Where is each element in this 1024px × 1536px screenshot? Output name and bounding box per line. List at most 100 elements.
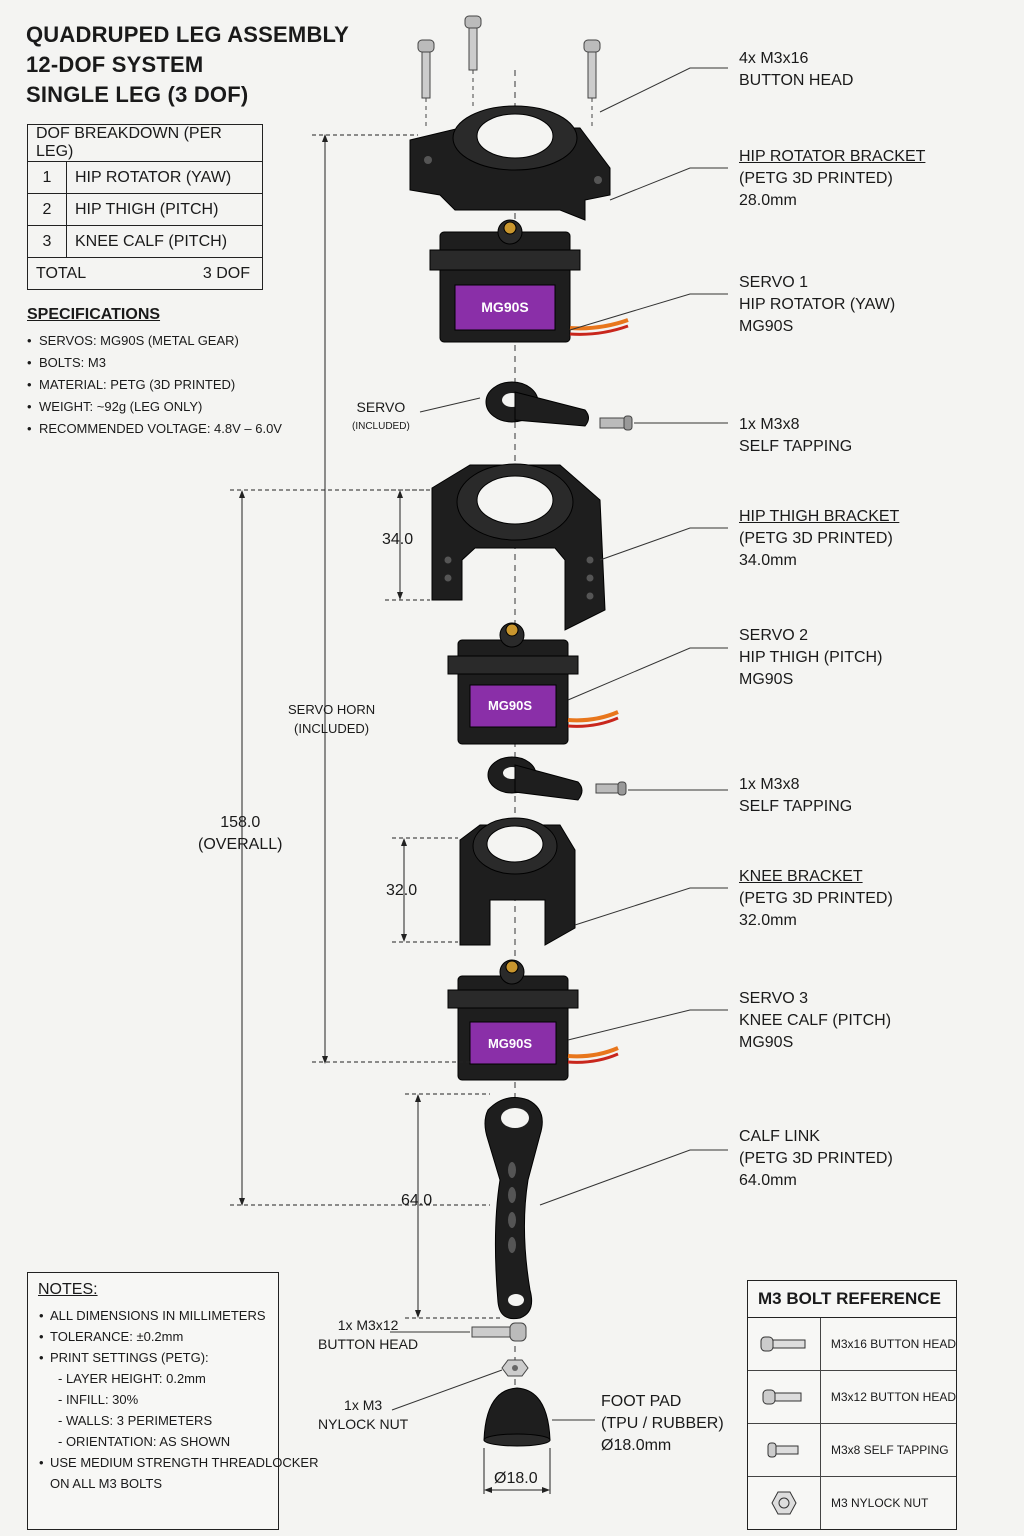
callout-line: (PETG 3D PRINTED) (739, 170, 893, 187)
dof-num: 2 (27, 193, 67, 226)
knee-bracket (459, 817, 576, 946)
callout-nylock-nut: 1x M3 NYLOCK NUT (318, 1396, 408, 1434)
servo-2: MG90S (447, 622, 619, 745)
callout-line: BUTTON HEAD (318, 1336, 419, 1352)
notes-box: NOTES: ALL DIMENSIONS IN MILLIMETERS TOL… (27, 1272, 318, 1530)
callout-line: 64.0mm (739, 1172, 797, 1189)
note-item: - LAYER HEIGHT: 0.2mm (58, 1371, 206, 1386)
notes-heading: NOTES: (38, 1281, 98, 1298)
callout-line: 4x M3x16 (739, 50, 809, 67)
spec-item: WEIGHT: ~92g (LEG ONLY) (27, 396, 282, 418)
callout-line: (PETG 3D PRINTED) (739, 890, 893, 907)
callout-servo-1: SERVO 1 HIP ROTATOR (YAW) MG90S (739, 272, 895, 338)
bolt-icon (464, 15, 482, 110)
callout-line: (PETG 3D PRINTED) (739, 530, 893, 547)
m3x16-bolts (417, 15, 601, 128)
button-head-bolt-icon (748, 1371, 821, 1423)
callout-line: 1x M3x8 (739, 776, 800, 793)
note-item: ALL DIMENSIONS IN MILLIMETERS (39, 1305, 278, 1326)
callout-foot-pad: FOOT PAD (TPU / RUBBER) Ø18.0mm (601, 1391, 724, 1457)
callout-screw-1: 1x M3x8 SELF TAPPING (739, 414, 852, 458)
callout-line: MG90S (739, 1034, 794, 1051)
bolt-ref-label: M3 NYLOCK NUT (831, 1496, 929, 1510)
callout-line: MG90S (739, 318, 794, 335)
note-item: TOLERANCE: ±0.2mm (39, 1326, 278, 1347)
callout-line: 28.0mm (739, 192, 797, 209)
callout-line: FOOT PAD (601, 1393, 682, 1410)
nylock-nut (501, 1359, 529, 1377)
dof-total-label: TOTAL (36, 264, 87, 282)
dof-table-header: DOF BREAKDOWN (PER LEG) (27, 124, 263, 162)
table-row: M3 NYLOCK NUT (748, 1477, 956, 1529)
note-item: - INFILL: 30% (58, 1392, 139, 1407)
callout-screw-2: 1x M3x8 SELF TAPPING (739, 774, 852, 818)
servo-horn-2 (487, 756, 583, 801)
dimension-calf: 64.0 (401, 1192, 433, 1209)
callout-line: 1x M3x8 (739, 416, 800, 433)
callout-line: 1x M3 (344, 1397, 383, 1413)
dof-total-value: 3 DOF (202, 264, 250, 282)
callout-line: (PETG 3D PRINTED) (739, 1150, 893, 1167)
callout-title: HIP THIGH BRACKET (739, 508, 900, 525)
note-item: USE MEDIUM STRENGTH THREADLOCKER (39, 1452, 318, 1473)
leader-lines (390, 67, 728, 1421)
bolt-reference-heading: M3 BOLT REFERENCE (748, 1281, 956, 1318)
callout-line: SELF TAPPING (739, 798, 853, 815)
callout-line: Ø18.0mm (601, 1437, 672, 1454)
title-line-3: SINGLE LEG (3 DOF) (26, 82, 249, 107)
callout-line: MG90S (739, 671, 794, 688)
callout-title: KNEE BRACKET (739, 868, 863, 885)
callout-line: HIP ROTATOR (YAW) (739, 296, 896, 313)
specs-heading: SPECIFICATIONS (27, 306, 161, 323)
spec-item: MATERIAL: PETG (3D PRINTED) (27, 374, 282, 396)
callout-line: SERVO 2 (739, 627, 809, 644)
hip-thigh-bracket (431, 463, 606, 631)
self-tapping-screw-icon (748, 1424, 821, 1476)
callout-servo-horn-1: SERVO (INCLUDED) (352, 398, 410, 436)
bolt-ref-label: M3x16 BUTTON HEAD (830, 1337, 956, 1351)
table-row: M3x12 BUTTON HEAD (748, 1371, 956, 1424)
table-row: 2 HIP THIGH (PITCH) (27, 193, 263, 226)
title-line-1: QUADRUPED LEG ASSEMBLY (26, 22, 350, 47)
spec-item: SERVOS: MG90S (METAL GEAR) (27, 330, 282, 352)
bolt-icon (417, 39, 435, 128)
callout-line: 32.0mm (739, 912, 797, 929)
callout-line: BUTTON HEAD (739, 72, 854, 89)
callout-hip-rotator-bracket: HIP ROTATOR BRACKET (PETG 3D PRINTED) 28… (739, 146, 925, 212)
dimension-sub: (OVERALL) (198, 836, 283, 853)
dimension-foot: Ø18.0 (494, 1470, 538, 1487)
callout-line: HIP THIGH (PITCH) (739, 649, 883, 666)
note-item: PRINT SETTINGS (PETG): (39, 1347, 278, 1368)
dof-breakdown-table: DOF BREAKDOWN (PER LEG) 1 HIP ROTATOR (Y… (27, 124, 263, 290)
bolt-ref-label: M3x8 SELF TAPPING (831, 1443, 949, 1457)
bolt-reference-box: M3 BOLT REFERENCE M3x16 BUTTON HEAD M3x1… (747, 1280, 957, 1530)
callout-line: CALF LINK (739, 1128, 820, 1145)
table-row: M3x8 SELF TAPPING (748, 1424, 956, 1477)
callout-line: 1x M3x12 (337, 1317, 399, 1333)
callout-line: 34.0mm (739, 552, 797, 569)
spec-item: RECOMMENDED VOLTAGE: 4.8V – 6.0V (27, 418, 282, 440)
dof-label: HIP ROTATOR (YAW) (66, 161, 263, 194)
callout-servo-3: SERVO 3 KNEE CALF (PITCH) MG90S (739, 988, 891, 1054)
callout-m3x12-bolt: 1x M3x12 BUTTON HEAD (318, 1316, 418, 1354)
callout-line: (INCLUDED) (294, 721, 370, 736)
callout-knee-bracket: KNEE BRACKET (PETG 3D PRINTED) 32.0mm (739, 866, 893, 932)
servo-3-label: MG90S (488, 1036, 532, 1051)
dimension-overall: 158.0 (OVERALL) (198, 812, 282, 856)
callout-title: HIP ROTATOR BRACKET (739, 148, 926, 165)
note-item: - ORIENTATION: AS SHOWN (58, 1434, 231, 1449)
servo-1: MG90S (429, 219, 629, 343)
note-item: ON ALL M3 BOLTS (50, 1476, 162, 1491)
m3x12-bolt (471, 1322, 527, 1342)
bolt-ref-label: M3x12 BUTTON HEAD (830, 1390, 956, 1404)
drawing-title: QUADRUPED LEG ASSEMBLY 12-DOF SYSTEM SIN… (26, 20, 349, 110)
dof-label: KNEE CALF (PITCH) (66, 225, 263, 258)
callout-servo-2: SERVO 2 HIP THIGH (PITCH) MG90S (739, 625, 882, 691)
servo-1-label: MG90S (481, 299, 528, 315)
callout-line: SERVO (356, 399, 406, 415)
callout-line: SERVO 3 (739, 990, 809, 1007)
servo-2-label: MG90S (488, 698, 532, 713)
self-tapping-screw-1 (599, 415, 633, 431)
servo-horn-1 (485, 381, 589, 427)
